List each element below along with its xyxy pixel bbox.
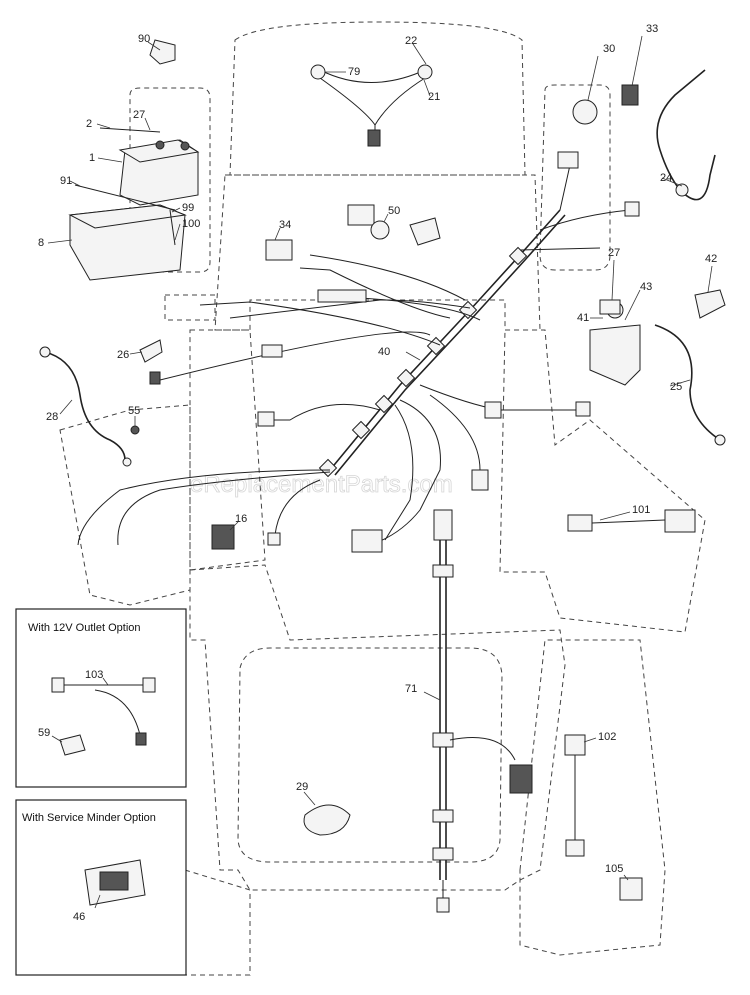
leader-lines xyxy=(47,35,713,909)
watermark: eReplacementParts.com xyxy=(190,471,453,498)
part-label-91: 91 xyxy=(60,175,72,187)
inset-12v-outlet: With 12V Outlet Option xyxy=(15,608,187,788)
part-label-55: 55 xyxy=(128,405,140,417)
right-parts xyxy=(567,69,726,533)
part-label-8: 8 xyxy=(38,237,44,249)
part-label-28: 28 xyxy=(46,411,58,423)
part-label-42: 42 xyxy=(705,253,717,265)
left-parts xyxy=(39,204,441,550)
part-label-41: 41 xyxy=(577,312,589,324)
part-label-40: 40 xyxy=(378,346,390,358)
part-label-59: 59 xyxy=(38,727,50,739)
part-label-79: 79 xyxy=(348,66,360,78)
main-harness xyxy=(77,151,640,553)
part-label-21: 21 xyxy=(428,91,440,103)
part-label-90: 90 xyxy=(138,33,150,45)
part-label-26: 26 xyxy=(117,349,129,361)
part-label-50: 50 xyxy=(388,205,400,217)
part-label-43: 43 xyxy=(640,281,652,293)
part-label-103: 103 xyxy=(85,669,103,681)
headlight-harness xyxy=(310,64,433,147)
part-label-33: 33 xyxy=(646,23,658,35)
part-label-102: 102 xyxy=(598,731,616,743)
part-label-27b: 27 xyxy=(608,247,620,259)
part-label-46: 46 xyxy=(73,911,85,923)
battery-group xyxy=(68,39,200,281)
part-label-27a: 27 xyxy=(133,109,145,121)
part-label-24: 24 xyxy=(660,172,672,184)
part-label-30: 30 xyxy=(603,43,615,55)
part-labels: 90 22 79 21 30 33 2 27 1 91 99 100 8 34 … xyxy=(38,23,717,923)
part-label-25: 25 xyxy=(670,381,682,393)
part-label-29: 29 xyxy=(296,781,308,793)
part-label-16: 16 xyxy=(235,513,247,525)
harness-71 xyxy=(303,509,643,913)
inset-12v-title: With 12V Outlet Option xyxy=(28,622,141,634)
part-label-1: 1 xyxy=(89,152,95,164)
part-label-71: 71 xyxy=(405,683,417,695)
inset-minder-title: With Service Minder Option xyxy=(22,812,156,824)
part-label-105: 105 xyxy=(605,863,623,875)
part-label-22: 22 xyxy=(405,35,417,47)
part-label-100: 100 xyxy=(182,218,200,230)
inset-service-minder: With Service Minder Option xyxy=(15,799,187,976)
part-label-34: 34 xyxy=(279,219,291,231)
part-label-2: 2 xyxy=(86,118,92,130)
part-label-101: 101 xyxy=(632,504,650,516)
part-label-99: 99 xyxy=(182,202,194,214)
tractor-outline xyxy=(59,21,706,976)
